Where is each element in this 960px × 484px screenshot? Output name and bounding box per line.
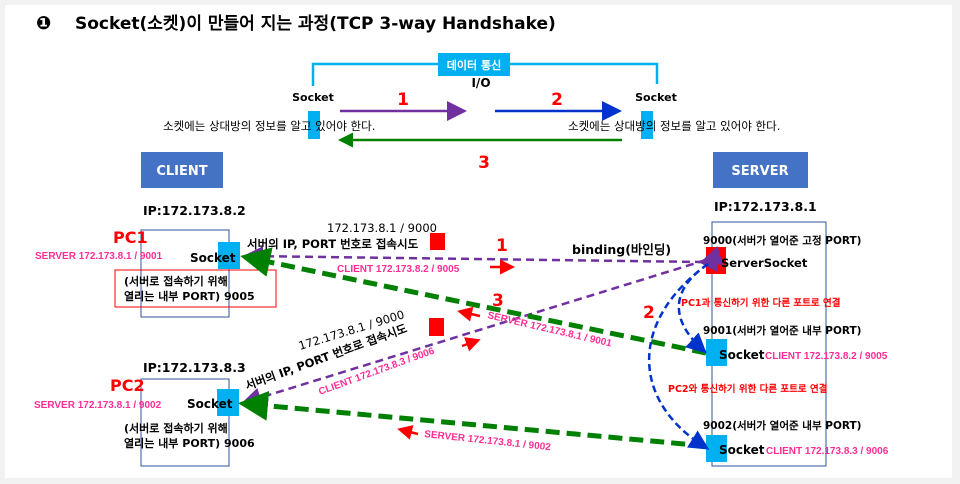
- pc1-port-note-line2: 열리는 내부 PORT) 9005: [124, 289, 255, 303]
- binding-label: binding(바인딩): [572, 242, 671, 257]
- pc1-port-note-line1: (서버로 접속하기 위해: [124, 274, 228, 288]
- port9001-label: 9001(서버가 열어준 내부 PORT): [703, 324, 861, 337]
- pc1-link-note: PC1과 통신하기 위한 다른 포트로 연결: [681, 297, 841, 309]
- pc1-name: PC1: [113, 228, 148, 247]
- server-client2-info: CLIENT 172.173.8.3 / 9006: [766, 446, 889, 457]
- note-right: 소켓에는 상대방의 정보를 알고 있어야 한다.: [568, 119, 780, 133]
- server-socket-label: ServerSocket: [721, 256, 808, 270]
- pc1-socket-label: Socket: [190, 251, 236, 265]
- pc1-ip: IP:172.173.8.2: [143, 203, 246, 218]
- comm-label-box: [438, 53, 510, 76]
- pc2-ip: IP:172.173.8.3: [143, 360, 246, 375]
- server-socket2-block: [706, 435, 727, 462]
- pc1-response-line: [240, 247, 707, 356]
- step3-label: 3: [478, 153, 490, 173]
- red-arrow-2: [457, 306, 481, 322]
- pc2-server-info: SERVER 172.173.8.1 / 9002: [34, 400, 162, 411]
- server-link-pc2: [648, 262, 710, 450]
- flow-step2: 2: [643, 303, 655, 323]
- pc2-response-line: [238, 390, 707, 449]
- pc1-socket-block: [218, 242, 240, 269]
- pc1-marker: [430, 233, 445, 250]
- pc1-attempt: 서버의 IP, PORT 번호로 접속시도: [247, 237, 419, 251]
- socket-left-block: [308, 111, 320, 139]
- pc2-socket-label: Socket: [187, 397, 233, 411]
- comm-label: 데이터 통신: [447, 58, 501, 72]
- client-box: [141, 152, 223, 188]
- client-label: CLIENT: [156, 164, 207, 179]
- socket-left-label: Socket: [292, 91, 334, 104]
- server-ip: IP:172.173.8.1: [714, 199, 817, 214]
- port9002-label: 9002(서버가 열어준 내부 PORT): [703, 419, 861, 432]
- io-label: I/O: [471, 76, 490, 90]
- port9000-label: 9000(서버가 열어준 고정 PORT): [703, 234, 861, 247]
- server-socket1-label: Socket: [719, 348, 765, 362]
- pc2-link-note: PC2와 통신하기 위한 다른 포트로 연결: [668, 383, 828, 395]
- pc1-server-info: SERVER 172.173.8.1 / 9001: [35, 251, 163, 262]
- step1-label: 1: [397, 90, 409, 110]
- pc2-socket-block: [217, 389, 239, 416]
- page-title: Socket(소켓)이 만들어 지는 과정(TCP 3-way Handshak…: [75, 14, 556, 34]
- pc1-box: [140, 229, 230, 318]
- server-box: [713, 152, 808, 188]
- flow-step3: 3: [492, 291, 504, 311]
- socket-right-block: [641, 111, 653, 139]
- server-client1-info: CLIENT 172.173.8.2 / 9005: [765, 351, 888, 362]
- socket-right-label: Socket: [635, 91, 677, 104]
- flow-step1: 1: [496, 236, 508, 256]
- pc2-name: PC2: [110, 376, 145, 395]
- pc2-box: [140, 378, 230, 467]
- red-arrow-3: [461, 337, 481, 352]
- server-socket2-label: Socket: [719, 443, 765, 457]
- pc2-port-note-line2: 열리는 내부 PORT) 9006: [124, 436, 255, 450]
- title-bullet: ❶: [36, 13, 51, 34]
- step2-label: 2: [551, 90, 563, 110]
- pc2-connect-line: [241, 246, 724, 408]
- pc1-client-info: CLIENT 172.173.8.2 / 9005: [337, 264, 460, 275]
- server-label: SERVER: [731, 164, 788, 179]
- pc1-target: 172.173.8.1 / 9000: [327, 221, 437, 235]
- red-arrow-4: [397, 425, 419, 440]
- note-left: 소켓에는 상대방의 정보를 알고 있어야 한다.: [163, 119, 375, 133]
- pc2-port-note-line1: (서버로 접속하기 위해: [124, 421, 228, 435]
- pc2-marker: [429, 318, 444, 336]
